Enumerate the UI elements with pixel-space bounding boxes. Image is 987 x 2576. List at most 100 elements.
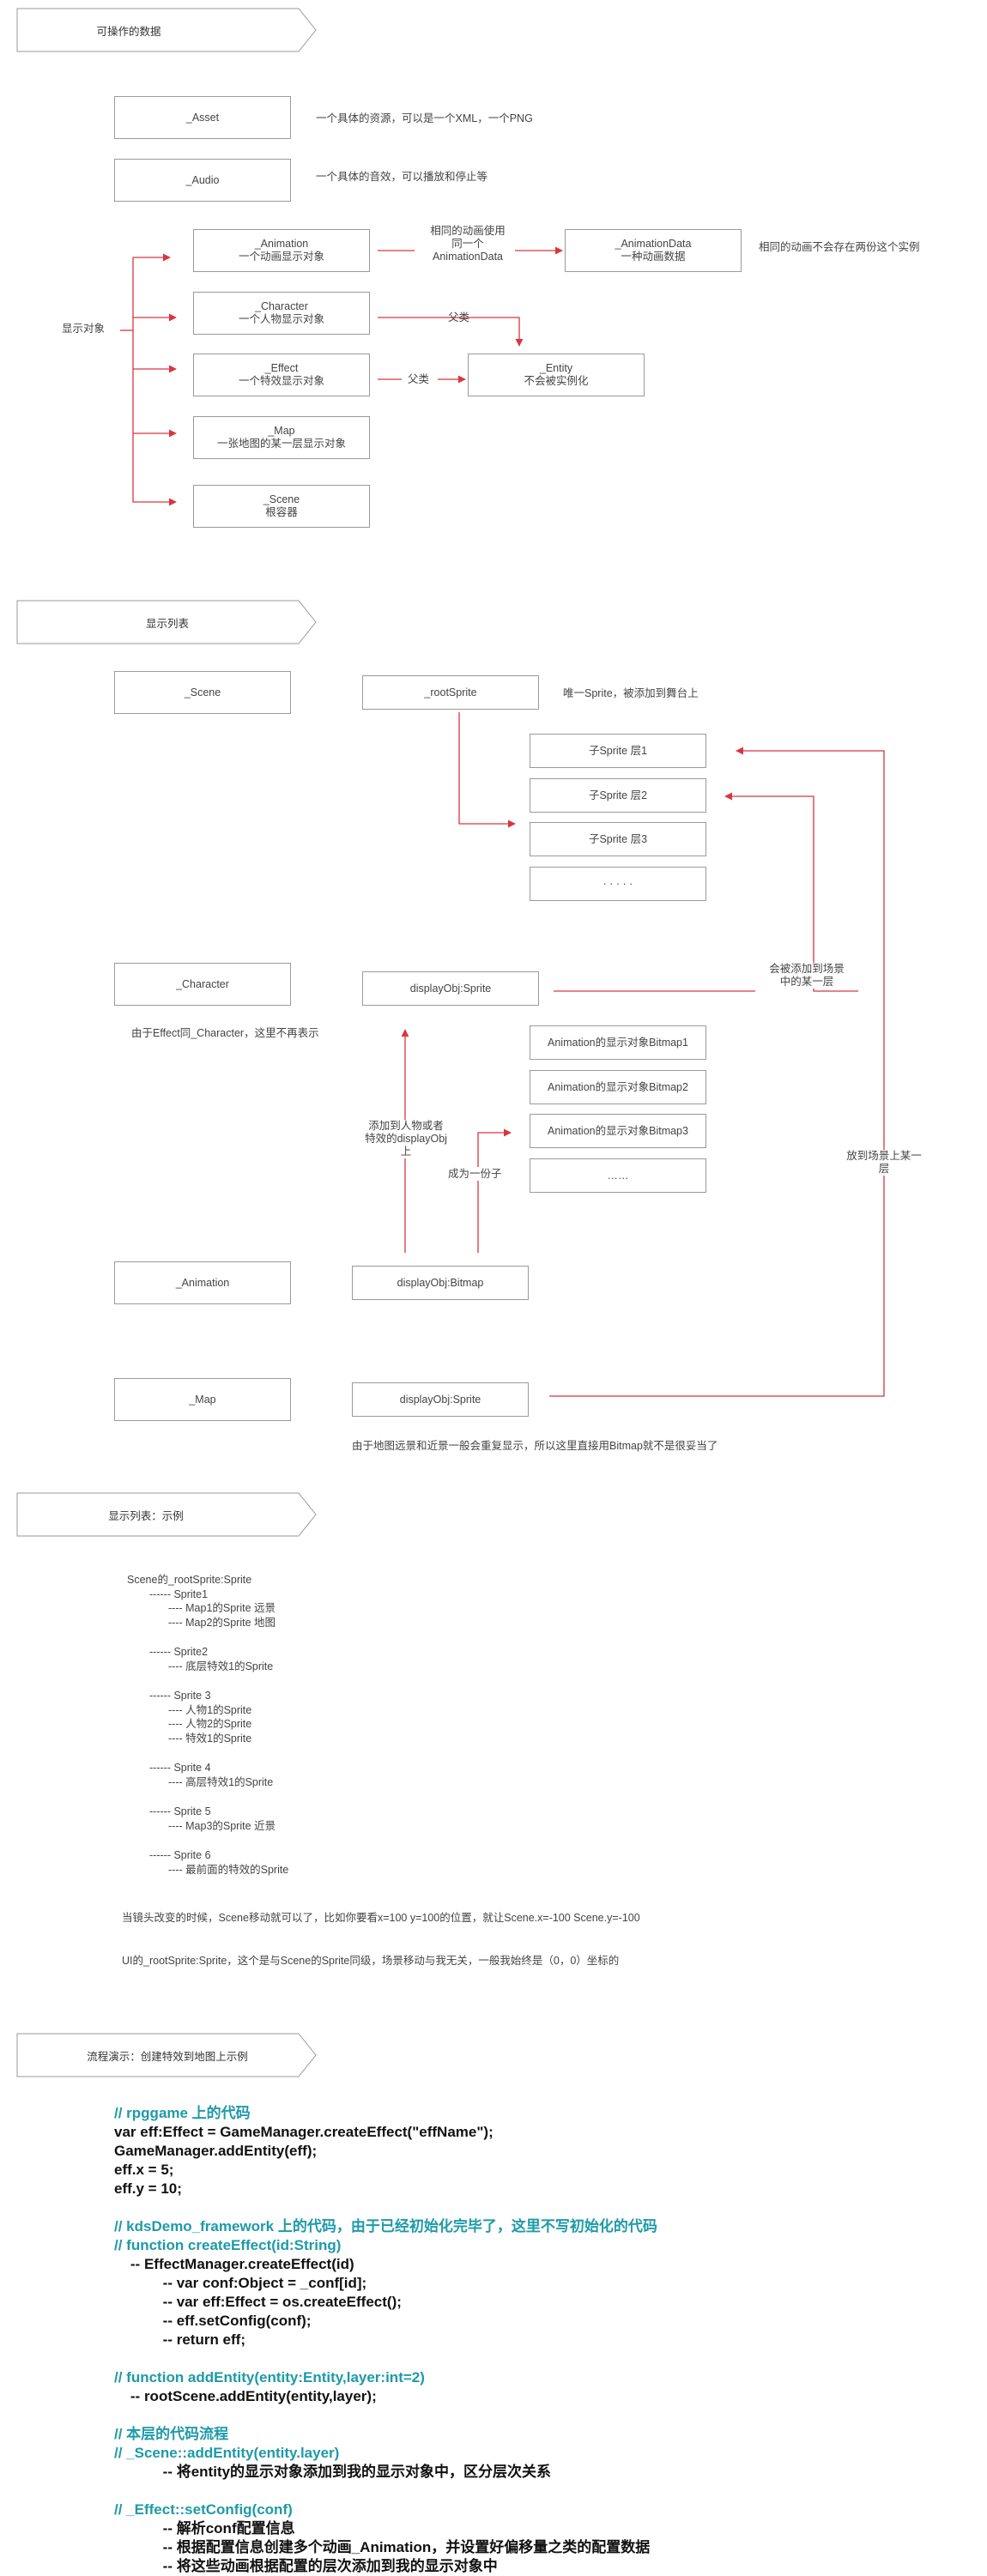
s2-map-label: _Map xyxy=(189,1393,216,1406)
arrow-bitmap-to-bitmap3 xyxy=(477,1128,512,1253)
code-line: -- rootScene.addEntity(entity,layer); xyxy=(114,2388,377,2404)
code-line: -- 将entity的显示对象添加到我的显示对象中，区分层次关系 xyxy=(114,2464,552,2480)
code-line: -- 根据配置信息创建多个动画_Animation，并设置好偏移量之类的配置数据 xyxy=(114,2539,651,2555)
code-comment-line: // 本层的代码流程 xyxy=(114,2426,229,2442)
scene-name: _Scene xyxy=(263,493,300,505)
s2-scene-box: _Scene xyxy=(114,671,291,714)
sublayer-more: · · · · · xyxy=(530,867,706,901)
root-sprite-label: _rootSprite xyxy=(424,686,477,698)
asset-desc: 一个具体的资源，可以是一个XML，一个PNG xyxy=(316,112,533,124)
code-line: GameManager.addEntity(eff); xyxy=(114,2143,318,2159)
bitmap-1-label: Animation的显示对象Bitmap1 xyxy=(548,1036,688,1049)
display-object-label: 显示对象 xyxy=(62,323,106,335)
become-child-note: 成为一份子 xyxy=(448,1167,502,1181)
tree-node: Scene的_rootSprite:Sprite xyxy=(127,1574,252,1586)
character-display-obj-label: displayObj:Sprite xyxy=(409,982,492,995)
parent-label-character: 父类 xyxy=(448,311,470,324)
code-line: -- var conf:Object = _conf[id]; xyxy=(114,2275,367,2291)
camera-note: 当镜头改变的时候，Scene移动就可以了，比如你要看x=100 y=100的位置… xyxy=(122,1912,640,1924)
character-display-obj-box: displayObj:Sprite xyxy=(362,971,539,1006)
tree-node: ---- Map3的Sprite 近景 xyxy=(168,1819,276,1832)
animation-name: _Animation xyxy=(254,238,309,250)
code-line: -- var eff:Effect = os.createEffect(); xyxy=(114,2294,402,2310)
entity-sub: 不会被实例化 xyxy=(524,375,589,387)
code-comment-line: // function createEffect(id:String) xyxy=(114,2237,342,2253)
animation-data-name: _AnimationData xyxy=(615,238,692,250)
asset-box: _Asset xyxy=(114,96,291,139)
map-sub: 一张地图的某一层显示对象 xyxy=(216,438,346,450)
section-title-display-list: 显示列表 xyxy=(145,617,189,630)
sublayer-3-label: 子Sprite 层3 xyxy=(588,832,648,845)
code-line: eff.x = 5; xyxy=(114,2162,174,2178)
tree-node: ---- 人物1的Sprite xyxy=(168,1703,252,1716)
map-note: 由于地图远景和近景一般会重复显示，所以这里直接用Bitmap就不是很妥当了 xyxy=(352,1440,718,1452)
tree-node: ---- 人物2的Sprite xyxy=(168,1718,252,1730)
bitmap-2: Animation的显示对象Bitmap2 xyxy=(530,1070,706,1104)
tree-node: ---- Map1的Sprite 远景 xyxy=(168,1602,276,1614)
tree-node: ------ Sprite 4 xyxy=(149,1762,211,1774)
code-comment-line: // function addEntity(entity:Entity,laye… xyxy=(114,2369,425,2386)
sublayer-2-label: 子Sprite 层2 xyxy=(588,789,648,801)
code-comment-line: // _Effect::setConfig(conf) xyxy=(114,2501,293,2518)
effect-sub: 一个特效显示对象 xyxy=(238,375,324,387)
tree-node: ------ Sprite 5 xyxy=(149,1805,211,1817)
ui-root-note: UI的_rootSprite:Sprite，这个是与Scene的Sprite同级… xyxy=(122,1955,620,1967)
character-sub: 一个人物显示对象 xyxy=(238,313,324,325)
bracket-vertical xyxy=(132,257,177,506)
same-animation-note: 相同的动画使用 同一个 AnimationData xyxy=(430,225,506,263)
tree-node: ---- 最前面的特效的Sprite xyxy=(168,1863,289,1876)
bitmap-1: Animation的显示对象Bitmap1 xyxy=(530,1025,706,1060)
map-display-obj-label: displayObj:Sprite xyxy=(399,1393,481,1406)
sublayer-1-label: 子Sprite 层1 xyxy=(588,744,648,757)
section-title-display-list-example: 显示列表：示例 xyxy=(108,1509,184,1522)
code-line: eff.y = 10; xyxy=(114,2180,182,2197)
tree-node: ---- 高层特效1的Sprite xyxy=(168,1775,274,1788)
sublayer-3: 子Sprite 层3 xyxy=(530,822,706,856)
code-line: -- return eff; xyxy=(114,2331,245,2348)
code-comment-line: // kdsDemo_framework 上的代码，由于已经初始化完毕了，这里不… xyxy=(114,2218,657,2234)
audio-desc: 一个具体的音效，可以播放和停止等 xyxy=(316,171,488,183)
map-box: _Map 一张地图的某一层显示对象 xyxy=(193,416,370,459)
bitmap-2-label: Animation的显示对象Bitmap2 xyxy=(548,1080,688,1093)
display-obj-bitmap-label: displayObj:Bitmap xyxy=(397,1276,484,1289)
s2-animation-label: _Animation xyxy=(175,1276,230,1289)
scene-box: _Scene 根容器 xyxy=(193,485,370,528)
arrow-root-to-layer3 xyxy=(458,712,516,828)
animation-data-note: 相同的动画不会存在两份这个实例 xyxy=(759,241,920,253)
animation-box: _Animation 一个动画显示对象 xyxy=(193,229,370,272)
bitmap-3-label: Animation的显示对象Bitmap3 xyxy=(548,1124,688,1137)
section-title-flow-demo: 流程演示：创建特效到地图上示例 xyxy=(87,2050,248,2063)
map-name: _Map xyxy=(268,425,295,437)
audio-box: _Audio xyxy=(114,159,291,202)
sublayer-2: 子Sprite 层2 xyxy=(530,778,706,813)
character-name: _Character xyxy=(255,300,308,312)
animation-data-box: _AnimationData 一种动画数据 xyxy=(565,229,742,272)
code-line: -- EffectManager.createEffect(id) xyxy=(114,2256,354,2272)
tree-node: ------ Sprite1 xyxy=(149,1587,209,1600)
animation-data-sub: 一种动画数据 xyxy=(621,251,686,263)
will-add-note: 会被添加到场景 中的某一层 xyxy=(755,963,858,989)
code-line: -- 解析conf配置信息 xyxy=(114,2520,295,2537)
entity-name: _Entity xyxy=(539,362,573,374)
entity-box: _Entity 不会被实例化 xyxy=(468,354,645,396)
sublayer-more-label: · · · · · xyxy=(602,877,633,890)
code-line: -- 将这些动画根据配置的层次添加到我的显示对象中 xyxy=(114,2558,498,2574)
tree-node: ------ Sprite 6 xyxy=(149,1849,211,1861)
tree-node: ---- 底层特效1的Sprite xyxy=(168,1660,274,1672)
code-comment-line: // rpggame 上的代码 xyxy=(114,2105,251,2121)
scene-sub: 根容器 xyxy=(265,506,298,518)
tree-node: ---- Map2的Sprite 地图 xyxy=(168,1616,276,1629)
s2-map-box: _Map xyxy=(114,1378,291,1421)
sublayer-1: 子Sprite 层1 xyxy=(530,734,706,768)
animation-sub: 一个动画显示对象 xyxy=(238,251,324,263)
bitmap-more-label: …… xyxy=(607,1169,629,1182)
root-sprite-note: 唯一Sprite，被添加到舞台上 xyxy=(563,687,699,699)
effect-name: _Effect xyxy=(264,362,299,374)
tree-node: ---- 特效1的Sprite xyxy=(168,1732,252,1745)
root-sprite-box: _rootSprite xyxy=(362,675,539,710)
add-to-note: 添加到人物或者 特效的displayObj 上 xyxy=(350,1120,462,1158)
tree-node: ------ Sprite 3 xyxy=(149,1690,211,1702)
character-note: 由于Effect同_Character，这里不再表示 xyxy=(131,1027,319,1039)
code-line: var eff:Effect = GameManager.createEffec… xyxy=(114,2124,494,2140)
character-box: _Character 一个人物显示对象 xyxy=(193,292,370,335)
